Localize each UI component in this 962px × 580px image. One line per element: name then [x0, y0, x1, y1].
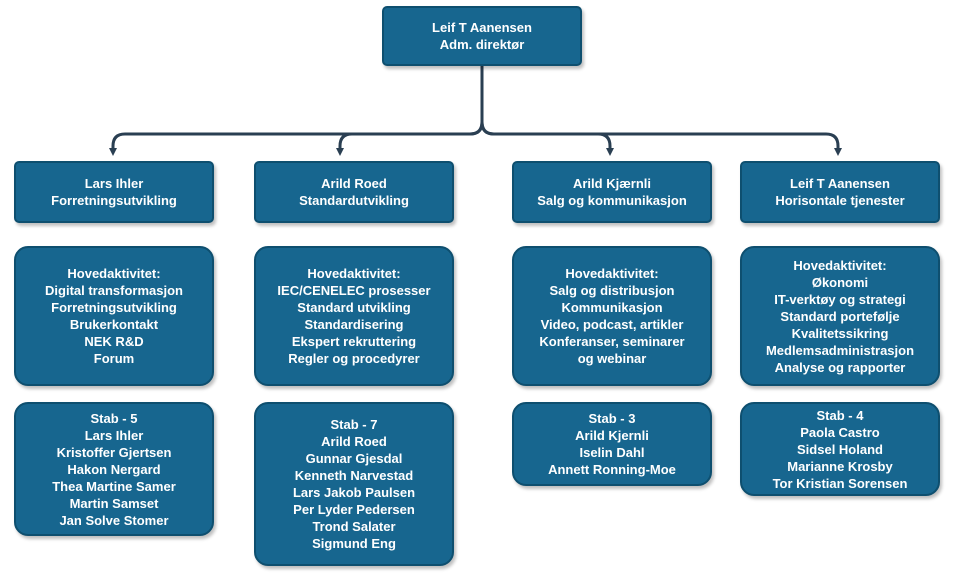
staff-member: Hakon Nergard [67, 461, 161, 477]
activity-item: Forretningsutvikling [51, 300, 177, 315]
ceo-name: Leif T Aanensen [432, 20, 532, 35]
staff-member: Martin Samset [69, 495, 159, 511]
activities-horisontale-tjenester: Hovedaktivitet: Økonomi IT-verktøy og st… [740, 246, 940, 386]
dept-head-standardutvikling: Arild Roed Standardutvikling [254, 161, 454, 223]
staff-heading: Stab - 4 [816, 407, 864, 423]
ceo-box: Leif T Aanensen Adm. direktør [382, 6, 582, 66]
activity-item: Standardisering [304, 317, 404, 332]
connector-salg [480, 121, 614, 156]
activity-item: Standard utvikling [297, 300, 411, 315]
activity-item: Ekspert rekruttering [291, 334, 417, 349]
activity-item: og webinar [577, 351, 647, 366]
dept-head-unit: Salg og kommunikasjon [537, 193, 687, 208]
staff-member: Trond Salater [312, 519, 396, 534]
activity-item: Brukerkontakt [69, 317, 159, 332]
staff-standardutvikling: Stab - 7 Arild Roed Gunnar Gjesdal Kenne… [254, 402, 454, 566]
activity-item: IT-verktøy og strategi [774, 291, 906, 307]
staff-member: Arild Kjernli [575, 428, 649, 443]
activity-heading: Hovedaktivitet: [67, 266, 161, 281]
activity-item: Forum [93, 351, 135, 366]
staff-member: Tor Kristian Sorensen [772, 475, 908, 491]
activity-item: Video, podcast, artikler [540, 317, 684, 332]
connector-standard [336, 121, 484, 156]
dept-head-unit: Standardutvikling [299, 193, 409, 208]
dept-head-unit: Horisontale tjenester [775, 193, 905, 208]
activity-item: IEC/CENELEC prosesser [277, 283, 431, 298]
activity-item: Kvalitetssikring [791, 325, 889, 341]
dept-head-name: Leif T Aanensen [790, 176, 890, 191]
activity-item: Digital transformasjon [45, 283, 183, 298]
activity-item: Økonomi [811, 274, 869, 290]
staff-member: Jan Solve Stomer [59, 512, 169, 528]
dept-head-unit: Forretningsutvikling [51, 193, 177, 208]
staff-member: Marianne Krosby [787, 458, 893, 474]
dept-head-name: Lars Ihler [84, 176, 144, 191]
staff-member: Lars Ihler [84, 427, 144, 443]
activity-item: Medlemsadministrasjon [765, 342, 915, 358]
dept-head-name: Arild Kjærnli [572, 176, 651, 191]
activities-forretningsutvikling: Hovedaktivitet: Digital transformasjon F… [14, 246, 214, 386]
connector-trunk [109, 66, 484, 156]
activity-item: Kommunikasjon [561, 300, 663, 315]
activity-item: Analyse og rapporter [774, 359, 906, 375]
dept-head-forretningsutvikling: Lars Ihler Forretningsutvikling [14, 161, 214, 223]
staff-member: Annett Ronning-Moe [548, 462, 676, 477]
activity-item: NEK R&D [84, 334, 144, 349]
staff-member: Thea Martine Samer [52, 478, 176, 494]
staff-heading: Stab - 5 [90, 410, 138, 426]
staff-member: Kristoffer Gjertsen [56, 444, 172, 460]
activities-standardutvikling: Hovedaktivitet: IEC/CENELEC prosesser St… [254, 246, 454, 386]
activity-item: Konferanser, seminarer [539, 334, 685, 349]
ceo-role: Adm. direktør [439, 37, 525, 52]
activity-item: Regler og procedyrer [288, 351, 420, 366]
staff-member: Sidsel Holand [797, 441, 883, 457]
staff-heading: Stab - 3 [588, 411, 636, 426]
dept-head-horisontale-tjenester: Leif T Aanensen Horisontale tjenester [740, 161, 940, 223]
staff-member: Kenneth Narvestad [294, 468, 414, 483]
activity-item: Standard portefølje [780, 308, 900, 324]
dept-head-name: Arild Roed [321, 176, 387, 191]
activity-item: Salg og distribusjon [549, 283, 675, 298]
staff-member: Gunnar Gjesdal [305, 451, 403, 466]
staff-member: Lars Jakob Paulsen [292, 485, 416, 500]
activity-heading: Hovedaktivitet: [565, 266, 659, 281]
staff-forretningsutvikling: Stab - 5 Lars Ihler Kristoffer Gjertsen … [14, 402, 214, 536]
connector-horisontale [480, 121, 842, 156]
staff-member: Sigmund Eng [312, 536, 396, 551]
activity-heading: Hovedaktivitet: [307, 266, 401, 281]
staff-member: Paola Castro [800, 424, 880, 440]
dept-head-salg-kommunikasjon: Arild Kjærnli Salg og kommunikasjon [512, 161, 712, 223]
staff-member: Per Lyder Pedersen [293, 502, 415, 517]
activity-heading: Hovedaktivitet: [793, 257, 887, 273]
staff-horisontale-tjenester: Stab - 4 Paola Castro Sidsel Holand Mari… [740, 402, 940, 496]
staff-member: Iselin Dahl [579, 445, 645, 460]
staff-member: Arild Roed [321, 434, 387, 449]
activities-salg-kommunikasjon: Hovedaktivitet: Salg og distribusjon Kom… [512, 246, 712, 386]
staff-heading: Stab - 7 [330, 417, 378, 432]
staff-salg-kommunikasjon: Stab - 3 Arild Kjernli Iselin Dahl Annet… [512, 402, 712, 486]
